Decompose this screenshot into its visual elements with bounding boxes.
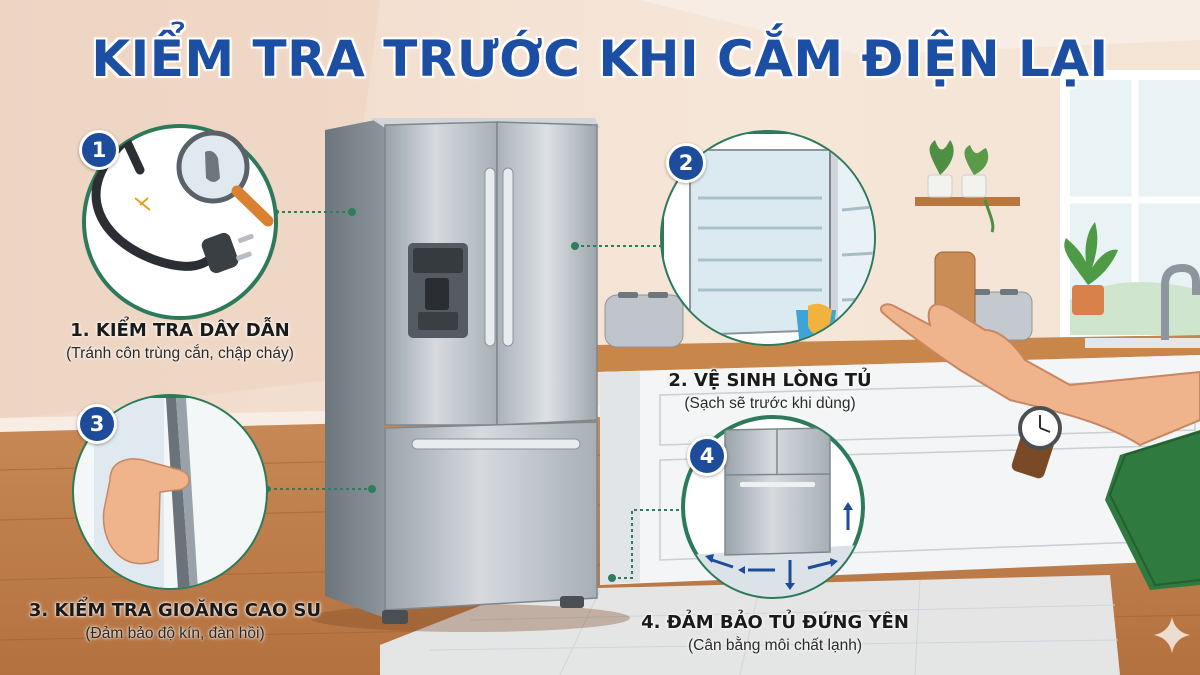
step-badge-1: 1 <box>79 130 119 170</box>
step-caption-2: 2. VỆ SINH LÒNG TỦ (Sạch sẽ trước khi dù… <box>625 370 915 413</box>
step-title-2: 2. VỆ SINH LÒNG TỦ <box>668 370 872 391</box>
step-badge-3: 3 <box>77 404 117 444</box>
power-plug-icon <box>82 124 278 320</box>
toaster-left <box>604 292 684 348</box>
stable-fridge-icon <box>681 415 865 599</box>
step-caption-4: 4. ĐẢM BẢO TỦ ĐỨNG YÊN (Cân bằng môi chấ… <box>620 612 930 655</box>
step-badge-4: 4 <box>687 436 727 476</box>
refrigerator <box>310 118 630 632</box>
step-subtitle-1: (Tránh côn trùng cắn, chập cháy) <box>66 345 294 362</box>
hand-with-watch <box>880 303 1200 590</box>
step-subtitle-3: (Đảm bảo độ kín, đàn hồi) <box>85 625 265 642</box>
rubber-gasket-icon <box>72 394 268 590</box>
step-title-4: 4. ĐẢM BẢO TỦ ĐỨNG YÊN <box>641 612 909 633</box>
step-title-3: 3. KIỂM TRA GIOĂNG CAO SU <box>28 600 322 621</box>
wall-shelf <box>915 140 1020 233</box>
open-fridge-icon <box>660 130 876 346</box>
step-badge-2: 2 <box>666 143 706 183</box>
connector-lines <box>268 211 690 579</box>
potted-plant <box>1064 222 1118 315</box>
sparkle-icon <box>1154 617 1190 653</box>
step-caption-3: 3. KIỂM TRA GIOĂNG CAO SU (Đảm bảo độ kí… <box>10 600 340 643</box>
step-title-1: 1. KIỂM TRA DÂY DẪN <box>70 320 290 341</box>
page-title: KIỂM TRA TRƯỚC KHI CẮM ĐIỆN LẠI <box>91 30 1109 88</box>
step-subtitle-4: (Cân bằng môi chất lạnh) <box>687 637 863 654</box>
step-caption-1: 1. KIỂM TRA DÂY DẪN (Tránh côn trùng cắn… <box>20 320 340 363</box>
faucet <box>1085 263 1200 348</box>
step-subtitle-2: (Sạch sẽ trước khi dùng) <box>684 395 856 412</box>
